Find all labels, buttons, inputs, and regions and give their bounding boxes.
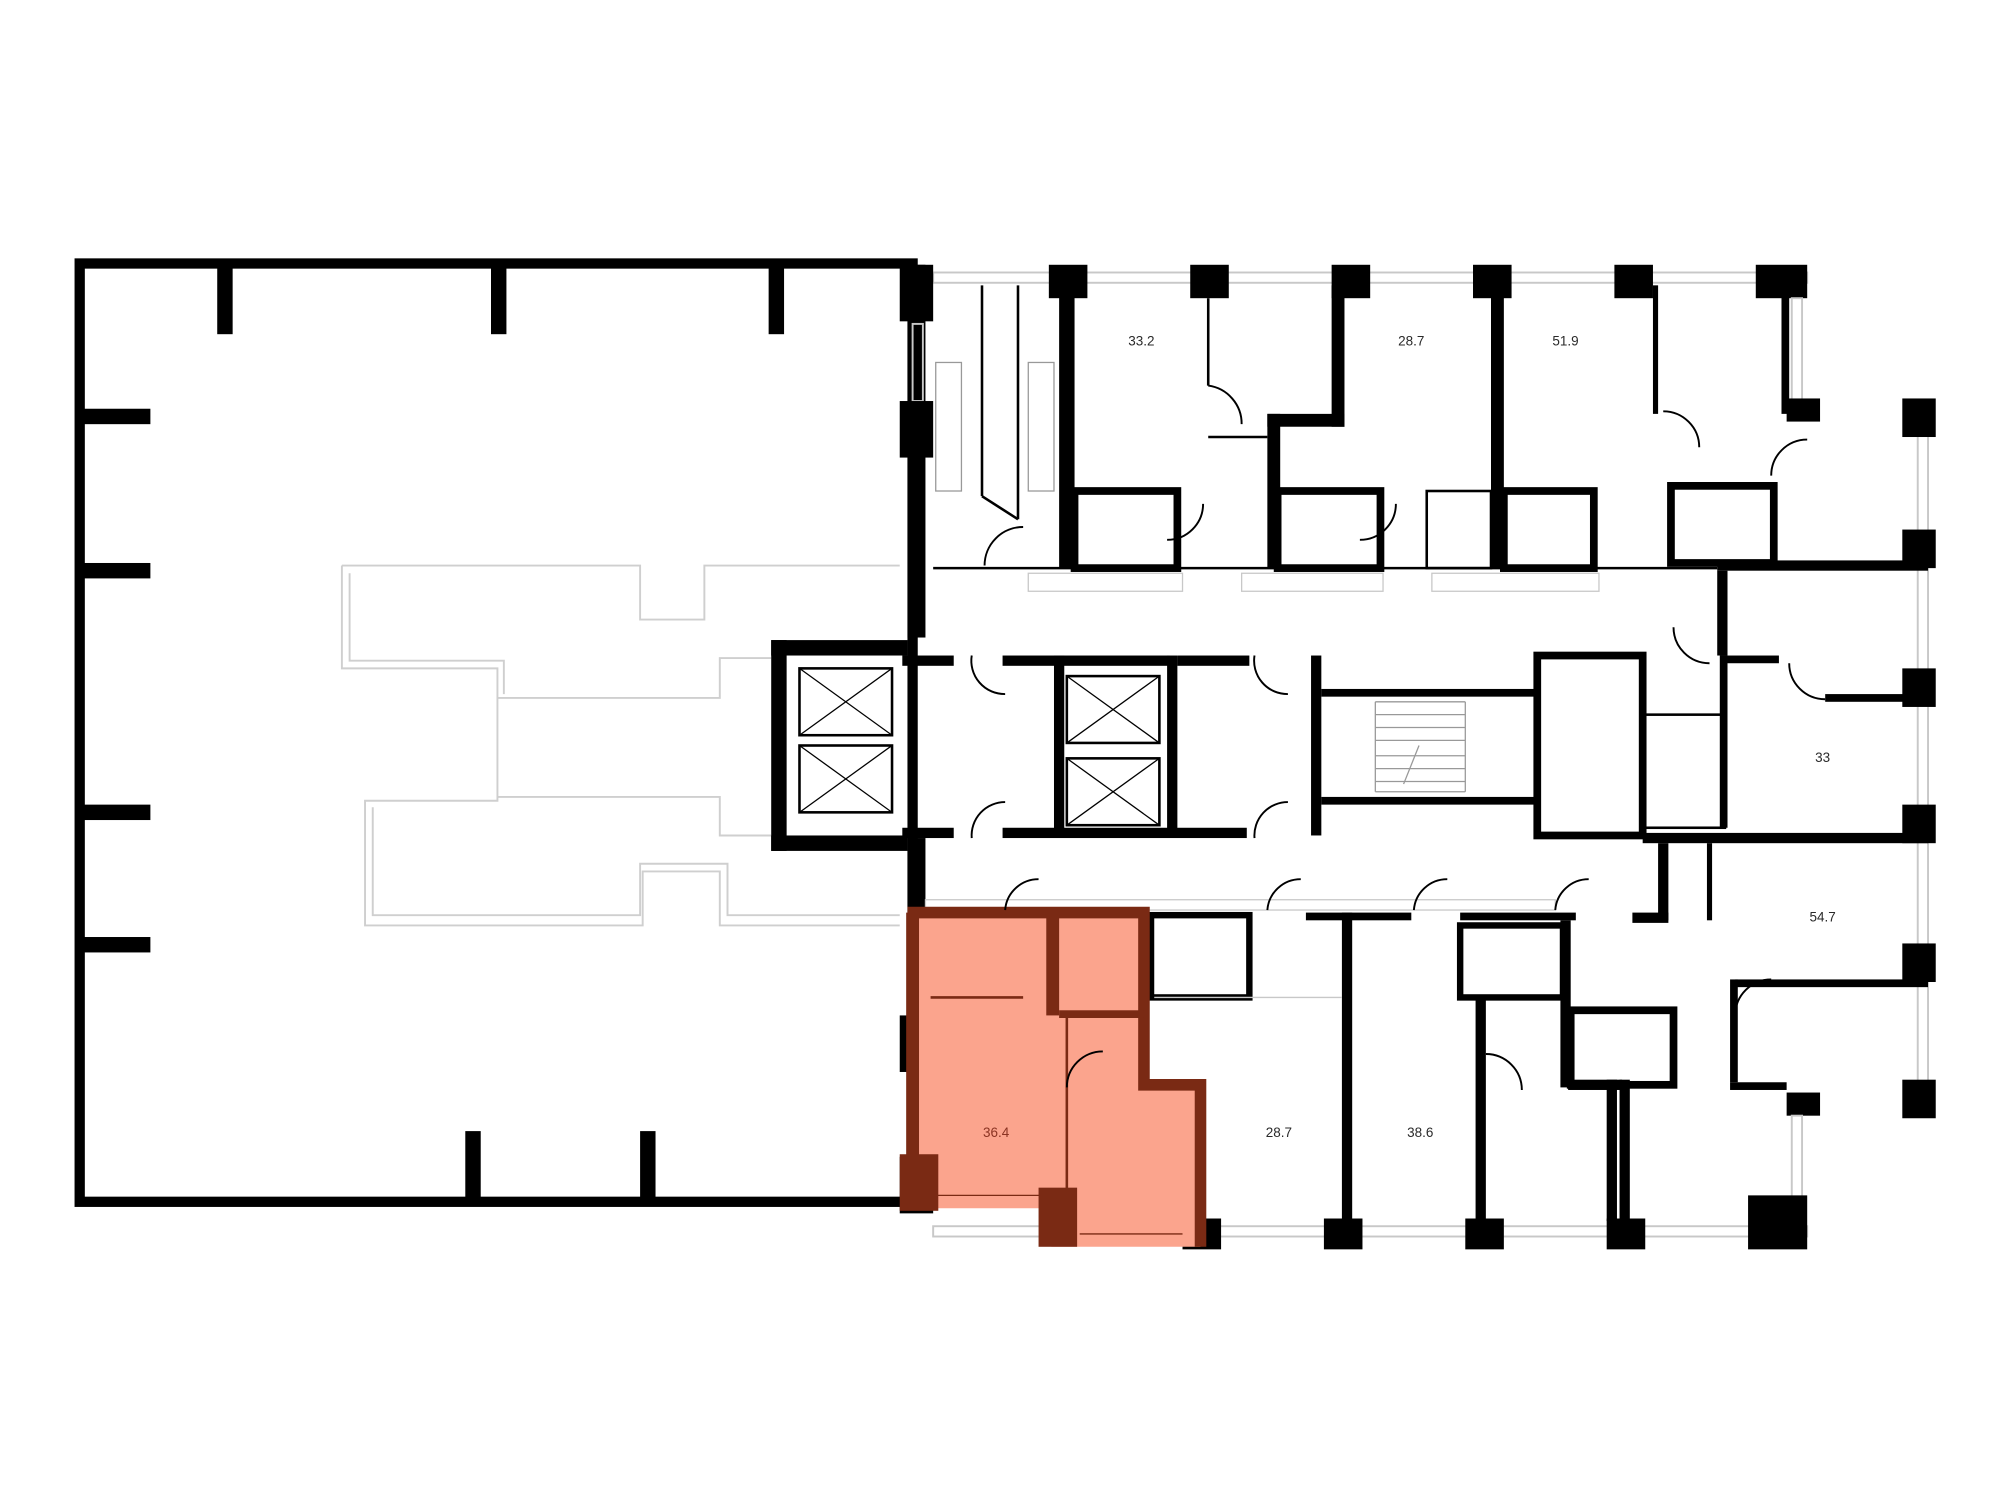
area-label-54-7[interactable]: 54.7 [1809,909,1835,924]
area-label-36-4[interactable]: 36.4 [983,1125,1010,1140]
area-label-38-6[interactable]: 38.6 [1407,1125,1433,1140]
area-label-33-2[interactable]: 33.2 [1128,333,1154,348]
south-apartments [924,899,1623,1222]
core [798,651,1647,840]
door-swings [970,384,1826,1090]
north-apartments [933,285,1929,656]
area-label-28-7-north[interactable]: 28.7 [1398,333,1424,348]
left-block [74,258,918,1207]
area-labels: 33.2 28.7 51.9 33 54.7 36.4 28.7 38.6 [983,333,1836,1140]
east-apartments [1566,655,1929,1222]
area-label-28-7-south[interactable]: 28.7 [1266,1125,1292,1140]
area-label-51-9[interactable]: 51.9 [1552,333,1578,348]
selected-apartment-36-4[interactable] [899,906,1207,1247]
area-label-33[interactable]: 33 [1815,750,1830,765]
